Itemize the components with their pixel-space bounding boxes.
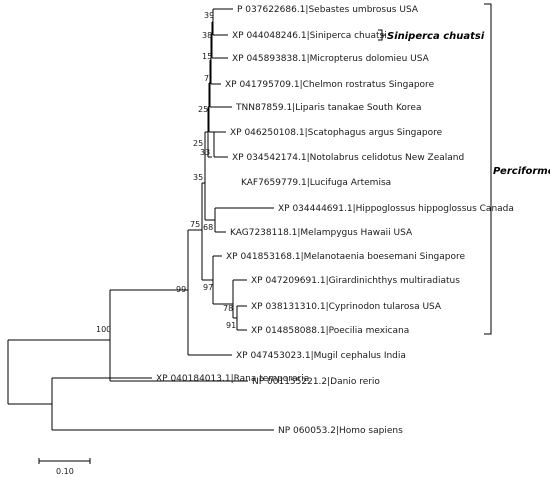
bootstrap-value: 38 (202, 31, 212, 40)
group-annotation: Perciformes (484, 3, 550, 335)
taxon-label: XP 040184013.1|Rana temporaria (156, 374, 309, 384)
taxon-label: XP 041795709.1|Chelmon rostratus Singapo… (225, 80, 435, 90)
highlight-label: Siniperca chuatsi (387, 31, 485, 42)
taxon-label: NP 060053.2|Homo sapiens (278, 426, 403, 436)
bootstrap-value: 91 (226, 321, 236, 330)
bootstrap-value: 97 (203, 283, 213, 292)
bootstrap-value: 78 (223, 304, 233, 313)
bootstrap-value: 25 (193, 139, 203, 148)
bootstrap-value: 39 (204, 11, 214, 20)
bootstrap-value: 35 (193, 173, 203, 182)
taxon-label: XP 034444691.1|Hippoglossus hippoglossus… (278, 204, 514, 214)
bootstrap-value: 7 (204, 74, 209, 83)
taxon-label: XP 038131310.1|Cyprinodon tularosa USA (251, 302, 442, 312)
bootstrap-value: 25 (198, 105, 208, 114)
taxon-label: XP 041853168.1|Melanotaenia boesemani Si… (226, 252, 465, 262)
taxon-label: NP 001155221.2|Danio rerio (252, 377, 380, 387)
taxon-label: XP 014858088.1|Poecilia mexicana (251, 326, 409, 336)
taxon-label: XP 047209691.1|Girardinichthys multiradi… (251, 276, 460, 286)
taxon-label: XP 046250108.1|Scatophagus argus Singapo… (230, 128, 443, 138)
taxon-label: KAF7659779.1|Lucifuga Artemisa (241, 178, 391, 188)
taxon-label: XP 047453023.1|Mugil cephalus India (236, 351, 406, 361)
taxon-label: KAG7238118.1|Melampygus Hawaii USA (230, 228, 413, 238)
taxon-label: P 037622686.1|Sebastes umbrosus USA (237, 5, 419, 15)
highlight-annotation: Siniperca chuatsi (378, 29, 485, 42)
bootstrap-value: 100 (96, 325, 111, 334)
scale-bar-label: 0.10 (56, 467, 74, 476)
group-label: Perciformes (493, 166, 550, 177)
bootstrap-values: 39 38 15 7 25 25 33 35 68 75 97 78 91 99… (96, 11, 236, 334)
bootstrap-value: 33 (200, 148, 210, 157)
taxon-label: XP 045893838.1|Micropterus dolomieu USA (232, 54, 430, 64)
taxon-labels: P 037622686.1|Sebastes umbrosus USA XP 0… (156, 5, 514, 436)
scale-bar: 0.10 (38, 458, 91, 476)
taxon-label: XP 034542174.1|Notolabrus celidotus New … (232, 153, 464, 163)
bootstrap-value: 99 (176, 285, 186, 294)
tree-branches (7, 8, 274, 431)
taxon-label: XP 044048246.1|Siniperca chuatsi (232, 31, 387, 41)
group-bracket (484, 3, 492, 335)
taxon-label: TNN87859.1|Liparis tanakae South Korea (235, 103, 421, 113)
bootstrap-value: 68 (203, 223, 213, 232)
bootstrap-value: 75 (190, 220, 200, 229)
bootstrap-value: 15 (202, 52, 212, 61)
